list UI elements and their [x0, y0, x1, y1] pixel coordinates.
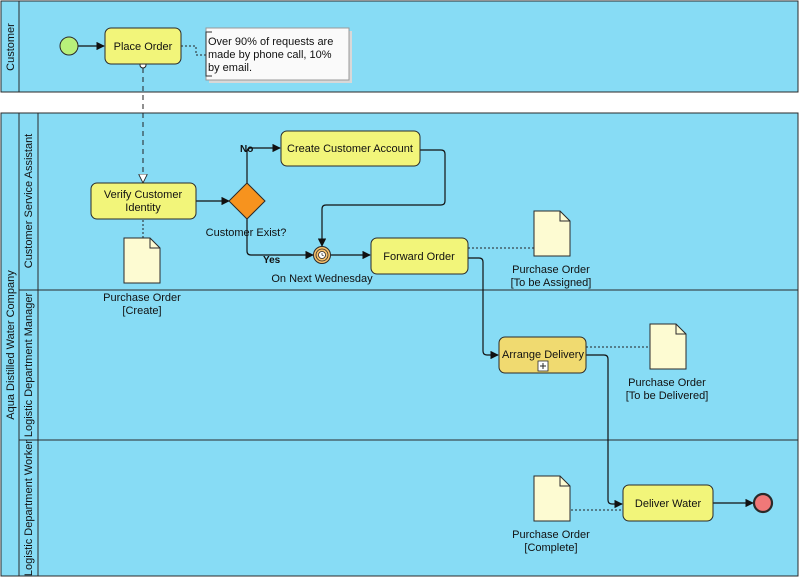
data-object-delivered-label-2: [To be Delivered]: [626, 390, 709, 402]
flow-create-account-to-timer: [317, 149, 446, 247]
connectors: [78, 41, 754, 511]
subprocess-arrange-delivery-label: Arrange Delivery: [502, 349, 584, 361]
data-object-to-be-delivered[interactable]: [649, 323, 687, 370]
start-event[interactable]: [59, 36, 79, 56]
text-annotation: Over 90% of requests are made by phone c…: [205, 27, 352, 83]
timer-event-label: On Next Wednesday: [271, 273, 373, 285]
annotation-line-2: made by phone call, 10%: [208, 49, 332, 61]
task-place-order[interactable]: Place Order: [104, 27, 182, 65]
task-forward-order[interactable]: Forward Order: [370, 237, 469, 275]
data-object-create-label-1: Purchase Order: [103, 292, 181, 304]
customer-lane-label: Customer: [5, 23, 17, 71]
annotation-association: [181, 45, 206, 56]
data-object-complete-label-1: Purchase Order: [512, 529, 590, 541]
task-create-customer-account[interactable]: Create Customer Account: [280, 130, 421, 167]
task-deliver-water-label: Deliver Water: [635, 498, 702, 510]
data-object-create[interactable]: [123, 237, 161, 284]
subprocess-arrange-delivery[interactable]: Arrange Delivery: [498, 336, 587, 374]
data-object-to-be-assigned[interactable]: [533, 210, 571, 257]
gateway-label: Customer Exist?: [206, 227, 287, 239]
annotation-line-1: Over 90% of requests are: [208, 36, 333, 48]
task-verify-label-line-1: Verify Customer: [104, 189, 183, 201]
flow-gateway-no: [246, 143, 281, 184]
end-event[interactable]: [752, 492, 774, 514]
company-pool-label: Aqua Distilled Water Company: [5, 270, 17, 420]
gateway-yes-label: Yes: [263, 255, 281, 266]
data-object-assigned-label-2: [To be Assigned]: [511, 277, 592, 289]
task-create-account-label: Create Customer Account: [287, 143, 413, 155]
flow-forward-to-arrange: [468, 257, 499, 360]
lane-label-customer-service-assistant: Customer Service Assistant: [23, 134, 35, 269]
data-object-complete-label-2: [Complete]: [524, 542, 577, 554]
gateway-no-label: No: [240, 144, 253, 155]
data-object-complete[interactable]: [533, 475, 571, 522]
task-deliver-water[interactable]: Deliver Water: [622, 484, 714, 522]
annotation-line-3: by email.: [208, 62, 252, 74]
task-forward-order-label: Forward Order: [383, 251, 455, 263]
lane-label-logistic-department-worker: Logistic Department Worker: [23, 440, 35, 576]
timer-event[interactable]: [313, 246, 331, 264]
task-place-order-label: Place Order: [114, 41, 173, 53]
flow-gateway-yes: [246, 218, 314, 260]
gateway-customer-exist[interactable]: [228, 182, 266, 220]
data-object-delivered-label-1: Purchase Order: [628, 377, 706, 389]
task-verify-customer-identity[interactable]: Verify Customer Identity: [90, 182, 197, 220]
task-verify-label-line-2: Identity: [125, 202, 161, 214]
flow-arrange-to-deliver: [586, 354, 623, 509]
data-object-assigned-label-1: Purchase Order: [512, 264, 590, 276]
data-object-create-label-2: [Create]: [122, 305, 161, 317]
lane-label-logistic-department-manager: Logistic Department Manager: [23, 293, 35, 438]
